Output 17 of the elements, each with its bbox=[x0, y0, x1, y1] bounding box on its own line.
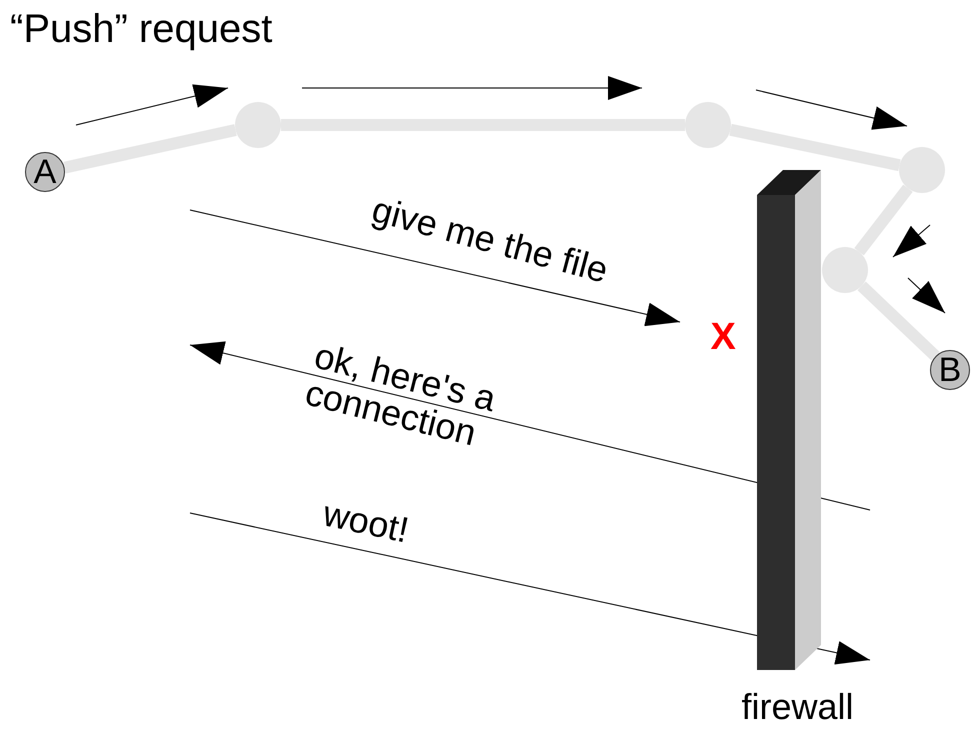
host-node: B bbox=[930, 350, 970, 390]
link-line bbox=[281, 119, 685, 131]
router-node bbox=[899, 147, 945, 193]
firewall-label: firewall bbox=[740, 687, 855, 727]
router-node bbox=[235, 102, 281, 148]
host-node: A bbox=[25, 152, 65, 192]
router-node bbox=[822, 247, 868, 293]
link-line bbox=[858, 282, 940, 361]
link-line bbox=[854, 184, 913, 256]
router-node bbox=[685, 102, 731, 148]
blocked-mark: X bbox=[710, 318, 736, 358]
message-label: woot! bbox=[320, 494, 412, 550]
title: “Push” request bbox=[10, 8, 272, 50]
message-label: ok, here's a connection bbox=[302, 336, 501, 456]
message-label: give me the file bbox=[368, 190, 612, 290]
link-line bbox=[63, 124, 237, 174]
link-line bbox=[729, 124, 901, 172]
